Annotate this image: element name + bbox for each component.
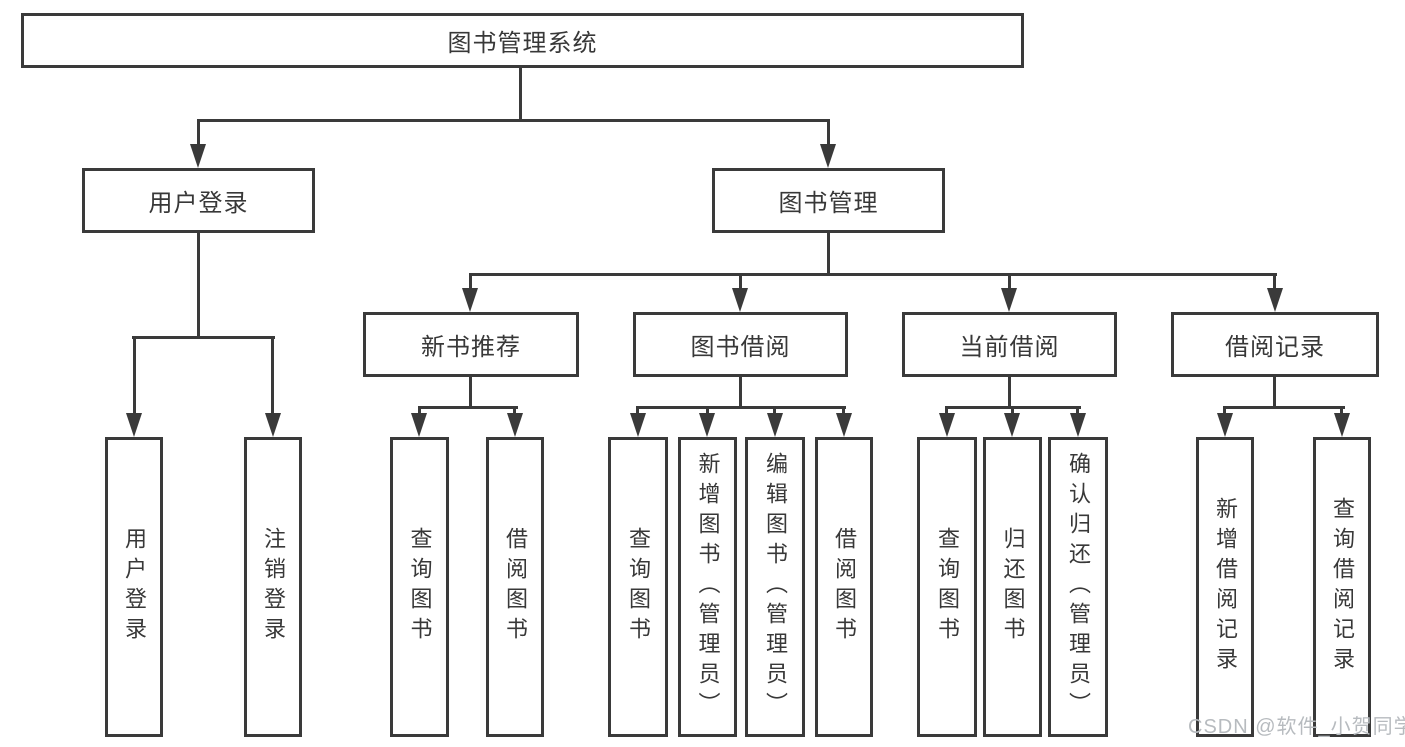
node-borrowing-records: 借阅记录 xyxy=(1171,312,1379,377)
connector-line xyxy=(1223,406,1226,418)
connector-line xyxy=(827,119,830,147)
arrow-down-icon xyxy=(820,144,836,168)
connector-line xyxy=(271,336,274,416)
connector-line xyxy=(827,233,830,276)
connector-line xyxy=(469,377,472,407)
node-record-query-record: 查询借阅记录 xyxy=(1313,437,1371,737)
connector-line xyxy=(519,68,522,120)
connector-line xyxy=(418,406,421,418)
node-label: 新书推荐 xyxy=(421,334,521,361)
node-label: 查询图书 xyxy=(935,527,960,647)
node-label: 编辑图书（管理员） xyxy=(763,452,788,722)
node-label: 查询图书 xyxy=(626,527,651,647)
node-library-system: 图书管理系统 xyxy=(21,13,1024,68)
arrow-down-icon xyxy=(1004,413,1020,437)
node-label: 查询借阅记录 xyxy=(1330,497,1355,677)
arrow-down-icon xyxy=(767,413,783,437)
connector-line xyxy=(513,406,516,418)
node-recommend-borrow-book: 借阅图书 xyxy=(486,437,544,737)
arrow-down-icon xyxy=(265,413,281,437)
node-current-query-book: 查询图书 xyxy=(917,437,977,737)
node-borrowing-add-book-admin: 新增图书（管理员） xyxy=(678,437,737,737)
arrow-down-icon xyxy=(190,144,206,168)
node-new-book-recommend: 新书推荐 xyxy=(363,312,579,377)
connector-line xyxy=(1008,377,1011,407)
node-book-management: 图书管理 xyxy=(712,168,945,233)
csdn-watermark: CSDN @软件_小贺同学 xyxy=(1188,716,1405,738)
arrow-down-icon xyxy=(462,288,478,312)
connector-line xyxy=(1273,276,1276,290)
connector-line xyxy=(469,276,472,290)
node-logout: 注销登录 xyxy=(244,437,302,737)
node-borrowing-borrow-book: 借阅图书 xyxy=(815,437,873,737)
connector-line xyxy=(1011,406,1014,418)
connector-line xyxy=(1273,377,1276,407)
node-borrowing-edit-book-admin: 编辑图书（管理员） xyxy=(745,437,805,737)
arrow-down-icon xyxy=(1267,288,1283,312)
node-label: 借阅图书 xyxy=(503,527,528,647)
arrow-down-icon xyxy=(630,413,646,437)
arrow-down-icon xyxy=(939,413,955,437)
connector-line xyxy=(1223,406,1345,409)
node-label: 借阅图书 xyxy=(832,527,857,647)
arrow-down-icon xyxy=(836,413,852,437)
connector-line xyxy=(197,119,200,147)
node-current-borrowing: 当前借阅 xyxy=(902,312,1117,377)
node-current-confirm-return-admin: 确认归还（管理员） xyxy=(1048,437,1108,737)
node-label: 借阅记录 xyxy=(1225,334,1325,361)
connector-line xyxy=(197,119,830,122)
connector-line xyxy=(133,336,136,416)
connector-line xyxy=(418,406,518,409)
arrow-down-icon xyxy=(507,413,523,437)
connector-line xyxy=(1340,406,1343,418)
node-label: 用户登录 xyxy=(148,190,249,217)
node-label: 当前借阅 xyxy=(959,334,1060,361)
connector-line xyxy=(945,406,948,418)
node-current-return-book: 归还图书 xyxy=(983,437,1042,737)
node-borrowing-query-book: 查询图书 xyxy=(608,437,668,737)
node-record-add-record: 新增借阅记录 xyxy=(1196,437,1254,737)
node-label: 注销登录 xyxy=(261,527,286,647)
connector-line xyxy=(842,406,845,418)
arrow-down-icon xyxy=(1334,413,1350,437)
node-label: 确认归还（管理员） xyxy=(1066,452,1091,722)
node-book-borrowing: 图书借阅 xyxy=(633,312,848,377)
connector-line xyxy=(706,406,709,418)
arrow-down-icon xyxy=(1070,413,1086,437)
node-label: 用户登录 xyxy=(122,527,147,647)
node-label: 图书管理 xyxy=(778,190,879,217)
connector-line xyxy=(739,276,742,290)
connector-line xyxy=(1008,276,1011,290)
connector-line xyxy=(636,406,846,409)
connector-line xyxy=(636,406,639,418)
arrow-down-icon xyxy=(411,413,427,437)
connector-line xyxy=(132,336,275,339)
node-label: 图书管理系统 xyxy=(447,30,598,57)
node-label: 查询图书 xyxy=(407,527,433,647)
node-label: 图书借阅 xyxy=(690,334,791,361)
node-label: 归还图书 xyxy=(1000,527,1026,647)
arrow-down-icon xyxy=(732,288,748,312)
node-recommend-query-book: 查询图书 xyxy=(390,437,449,737)
node-label: 新增借阅记录 xyxy=(1213,497,1238,677)
arrow-down-icon xyxy=(1217,413,1233,437)
node-user-login: 用户登录 xyxy=(82,168,315,233)
connector-line xyxy=(469,273,1277,276)
arrow-down-icon xyxy=(1001,288,1017,312)
arrow-down-icon xyxy=(699,413,715,437)
node-login: 用户登录 xyxy=(105,437,163,737)
arrow-down-icon xyxy=(126,413,142,437)
node-label: 新增图书（管理员） xyxy=(695,452,721,722)
connector-line xyxy=(773,406,776,418)
connector-line xyxy=(739,377,742,407)
connector-line xyxy=(197,233,200,337)
connector-line xyxy=(1076,406,1079,418)
